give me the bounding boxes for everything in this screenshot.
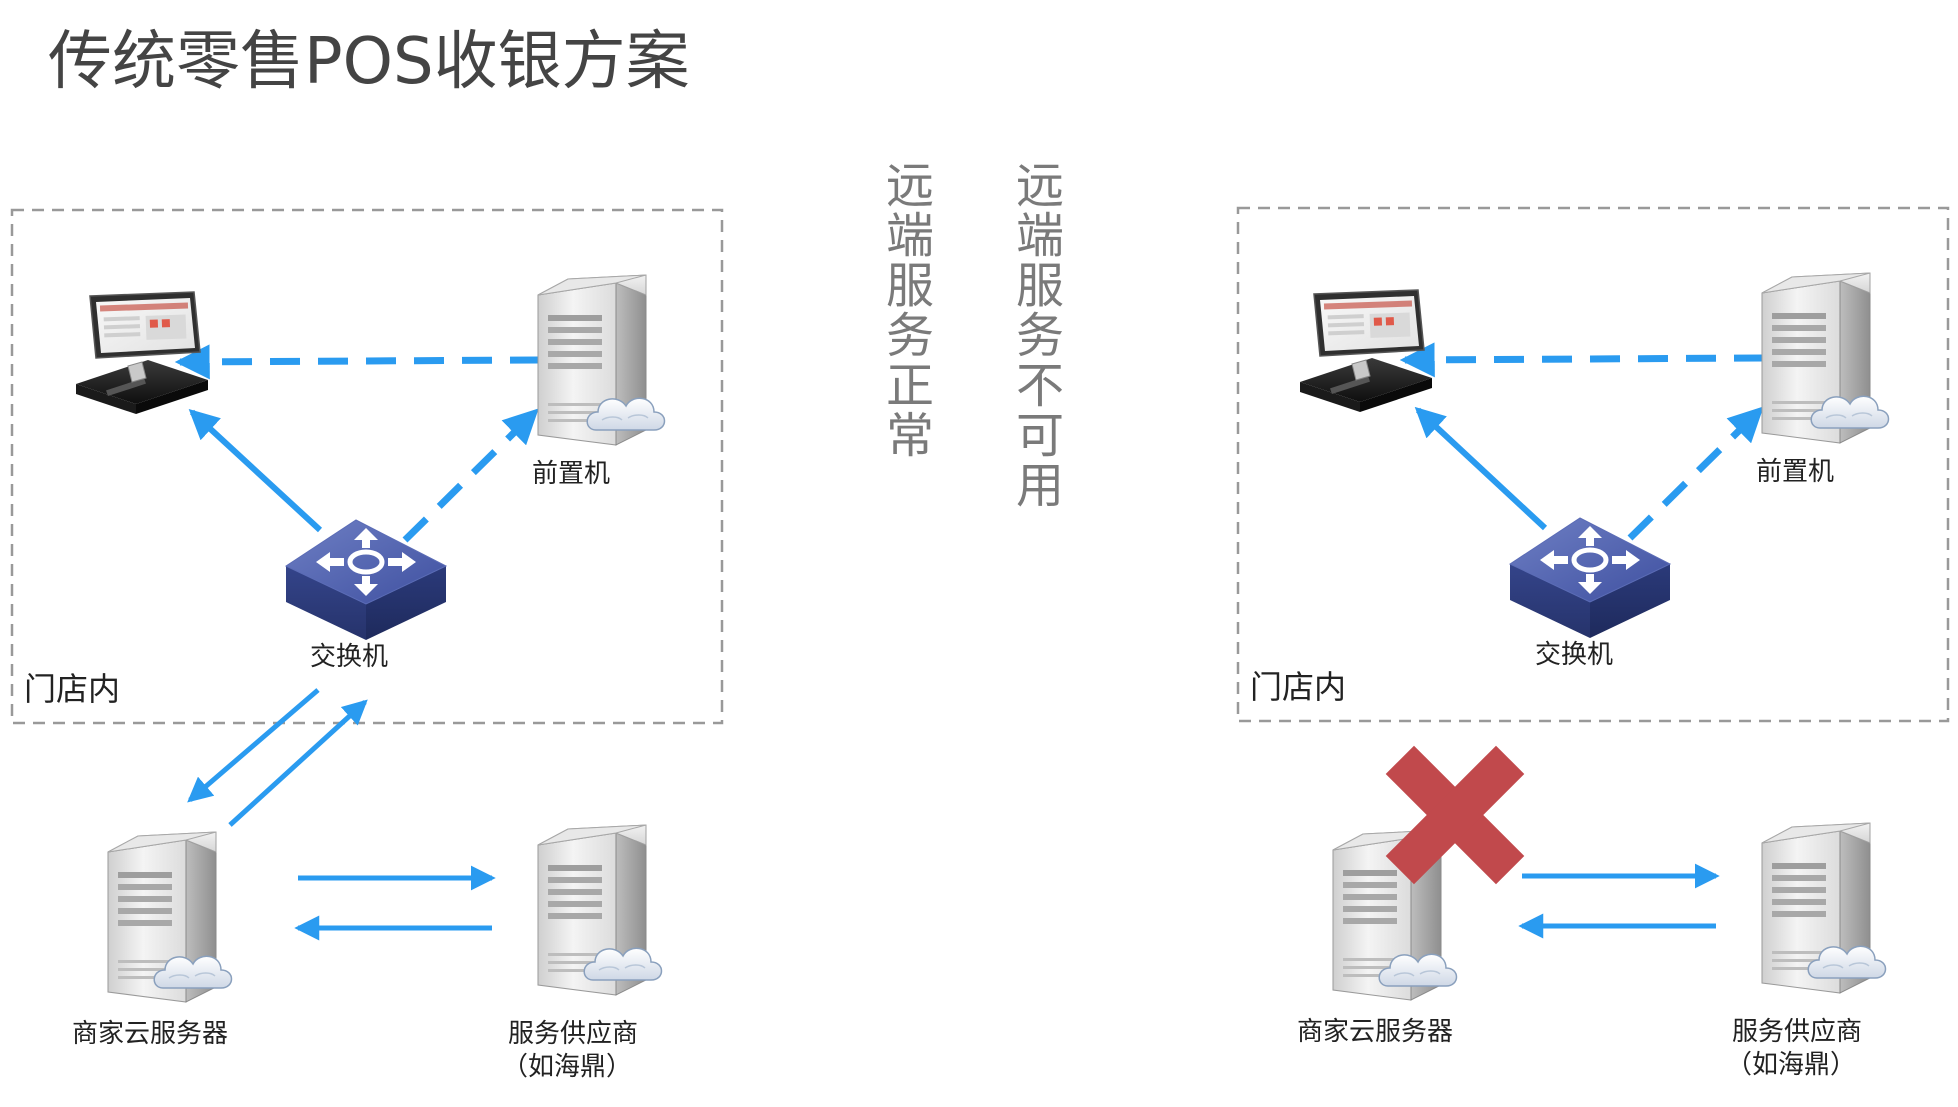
arrow-front-to-pos — [1399, 342, 1765, 378]
page-title: 传统零售POS收银方案 — [48, 25, 690, 99]
pos-terminal-icon — [75, 291, 209, 415]
left-diagram: 门店内 前置机 交换机 商家云服务器 服务供应商 （如海鼎） — [10, 208, 724, 1082]
store-zone-label: 门店内 — [24, 670, 120, 708]
provider-label-line1: 服务供应商 — [1732, 1017, 1862, 1047]
red-x-icon — [1385, 745, 1525, 885]
store-zone-border — [10, 208, 724, 725]
pos-terminal-icon — [1299, 289, 1433, 413]
label-remote-unavailable: 远端服务不可用 — [1007, 160, 1063, 510]
store-zone-label: 门店内 — [1250, 668, 1346, 706]
store-zone-border — [1236, 206, 1950, 723]
cloud-server-label: 商家云服务器 — [1297, 1017, 1453, 1047]
switch-label: 交换机 — [1535, 640, 1613, 670]
arrow-front-to-pos — [174, 344, 541, 380]
arrow-switch-to-cloud — [187, 688, 320, 803]
right-diagram: 门店内 前置机 交换机 商家云服务器 服务供应商 （如海鼎） — [1236, 206, 1950, 1080]
network-switch-icon — [286, 520, 446, 640]
arrow-switch-to-front — [1627, 406, 1764, 541]
provider-label-line2: （如海鼎） — [1726, 1050, 1856, 1080]
arrow-switch-to-front — [402, 408, 539, 543]
front-server-label: 前置机 — [532, 459, 610, 489]
switch-label: 交换机 — [310, 642, 388, 672]
arrow-switch-to-pos — [188, 408, 323, 533]
network-switch-icon — [1510, 518, 1670, 638]
front-server-label: 前置机 — [1756, 457, 1834, 487]
provider-label-line1: 服务供应商 — [508, 1019, 638, 1049]
cloud-server-label: 商家云服务器 — [72, 1019, 228, 1049]
arrow-cloud-to-switch — [228, 699, 368, 827]
provider-label-line2: （如海鼎） — [502, 1052, 632, 1082]
arrow-switch-to-pos — [1414, 406, 1548, 531]
label-remote-normal: 远端服务正常 — [877, 160, 933, 460]
